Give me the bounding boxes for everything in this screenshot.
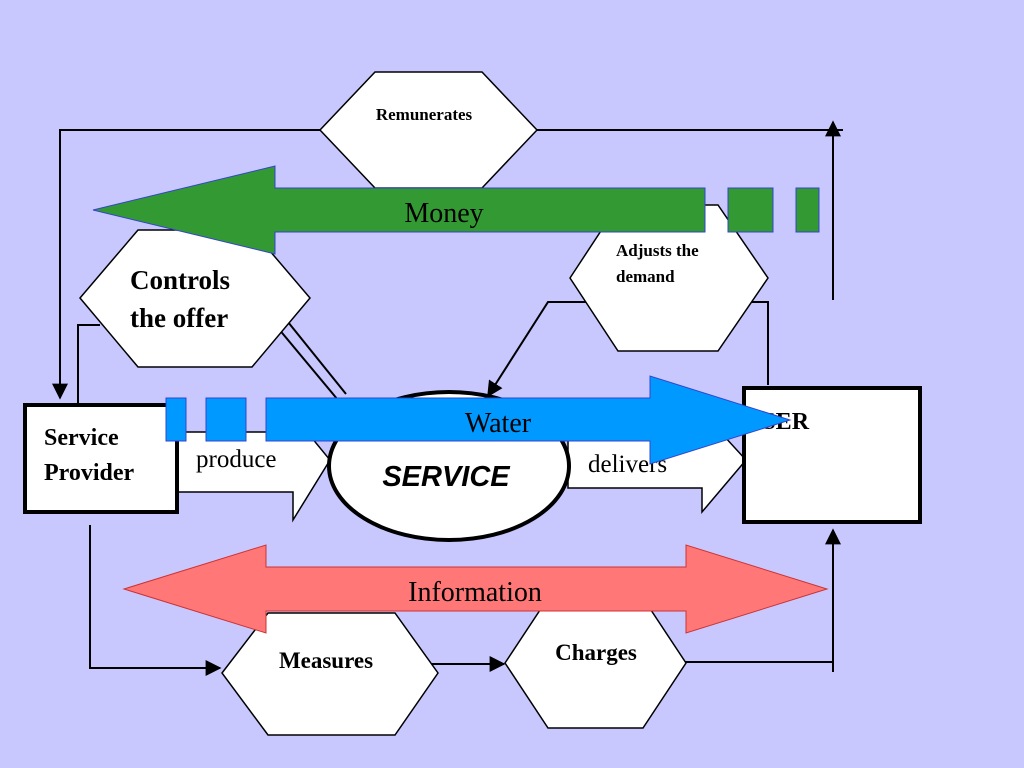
- service-provider-label-line1: Service: [44, 425, 119, 451]
- adjusts-demand-label-line1: Adjusts the: [616, 241, 699, 260]
- connector-controls-service-a: [277, 327, 339, 401]
- connector-user-adjusts: [744, 301, 769, 385]
- connector-controls-service-b: [287, 321, 347, 395]
- money-arrow: [92, 165, 706, 255]
- connector-remunerates: [52, 129, 843, 400]
- charges-label: Charges: [555, 640, 637, 665]
- money-label: Money: [404, 198, 483, 229]
- information-arrow: [122, 544, 829, 634]
- measures-hexagon: [221, 612, 439, 736]
- connector-provider-measures: [89, 525, 222, 676]
- service-provider-box: [23, 403, 179, 514]
- adjusts-demand-label-line2: demand: [616, 267, 675, 286]
- information-label: Information: [408, 577, 542, 608]
- connector-lines: [52, 120, 843, 676]
- water-arrow: [265, 375, 792, 465]
- remunerates-label: Remunerates: [376, 105, 473, 124]
- measures-label: Measures: [279, 648, 373, 673]
- connector-adjusts-service: [487, 301, 588, 398]
- controls-offer-label-line2: the offer: [130, 303, 228, 333]
- money-arrow-dash-1: [727, 187, 774, 233]
- money-arrow-dash-2: [795, 187, 820, 233]
- controls-offer-label-line1: Controls: [130, 265, 230, 295]
- remunerates-hexagon: [318, 71, 539, 189]
- produce-label: produce: [196, 446, 277, 473]
- service-provider-label-line2: Provider: [44, 460, 135, 486]
- water-arrow-dash-2: [205, 397, 247, 442]
- connector-controls-provider: [77, 324, 100, 405]
- user-box: [742, 386, 922, 524]
- water-arrow-dash-1: [165, 397, 187, 442]
- service-label: SERVICE: [382, 461, 511, 493]
- controls-offer-hexagon: [79, 229, 311, 368]
- water-label: Water: [465, 408, 532, 439]
